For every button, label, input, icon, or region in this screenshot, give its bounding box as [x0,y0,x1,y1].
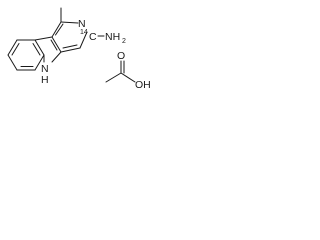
bond [60,47,81,53]
bond [34,39,45,56]
bond [79,31,88,49]
isotope-carbon-label: C [89,31,97,43]
double-bond-inner [55,23,64,36]
double-bond-inner [11,43,20,56]
double-bond-inner [50,39,58,51]
pyridine-ring [51,21,88,53]
acid-hydroxyl-bond [120,72,136,83]
double-bond-inner [62,44,78,49]
bond [60,21,79,24]
acid-carbonyl-oxygen-label: O [117,50,125,62]
acetic-acid: O OH [105,50,151,91]
benzene-ring [7,39,45,71]
acid-methyl-bond [105,72,122,83]
amine-subscript: 2 [122,38,126,45]
isotope-mass-label: 14 [80,29,88,36]
indole-nitrogen-label: N [41,63,49,75]
bond [51,21,62,38]
bond [51,51,62,63]
bond [7,54,18,71]
bond [34,54,45,71]
bond [7,39,18,56]
indole-hydrogen-label: H [41,74,49,86]
pyrrole-ring [34,36,62,63]
bond [51,36,62,53]
double-bond-inner [32,43,41,56]
bond [34,36,53,41]
chemical-structure: N 14 C NH 2 N H O OH [7,7,151,91]
amine-label: NH [105,31,120,43]
ring-nitrogen-label: N [78,18,86,30]
acid-hydroxyl-label: OH [135,79,151,91]
